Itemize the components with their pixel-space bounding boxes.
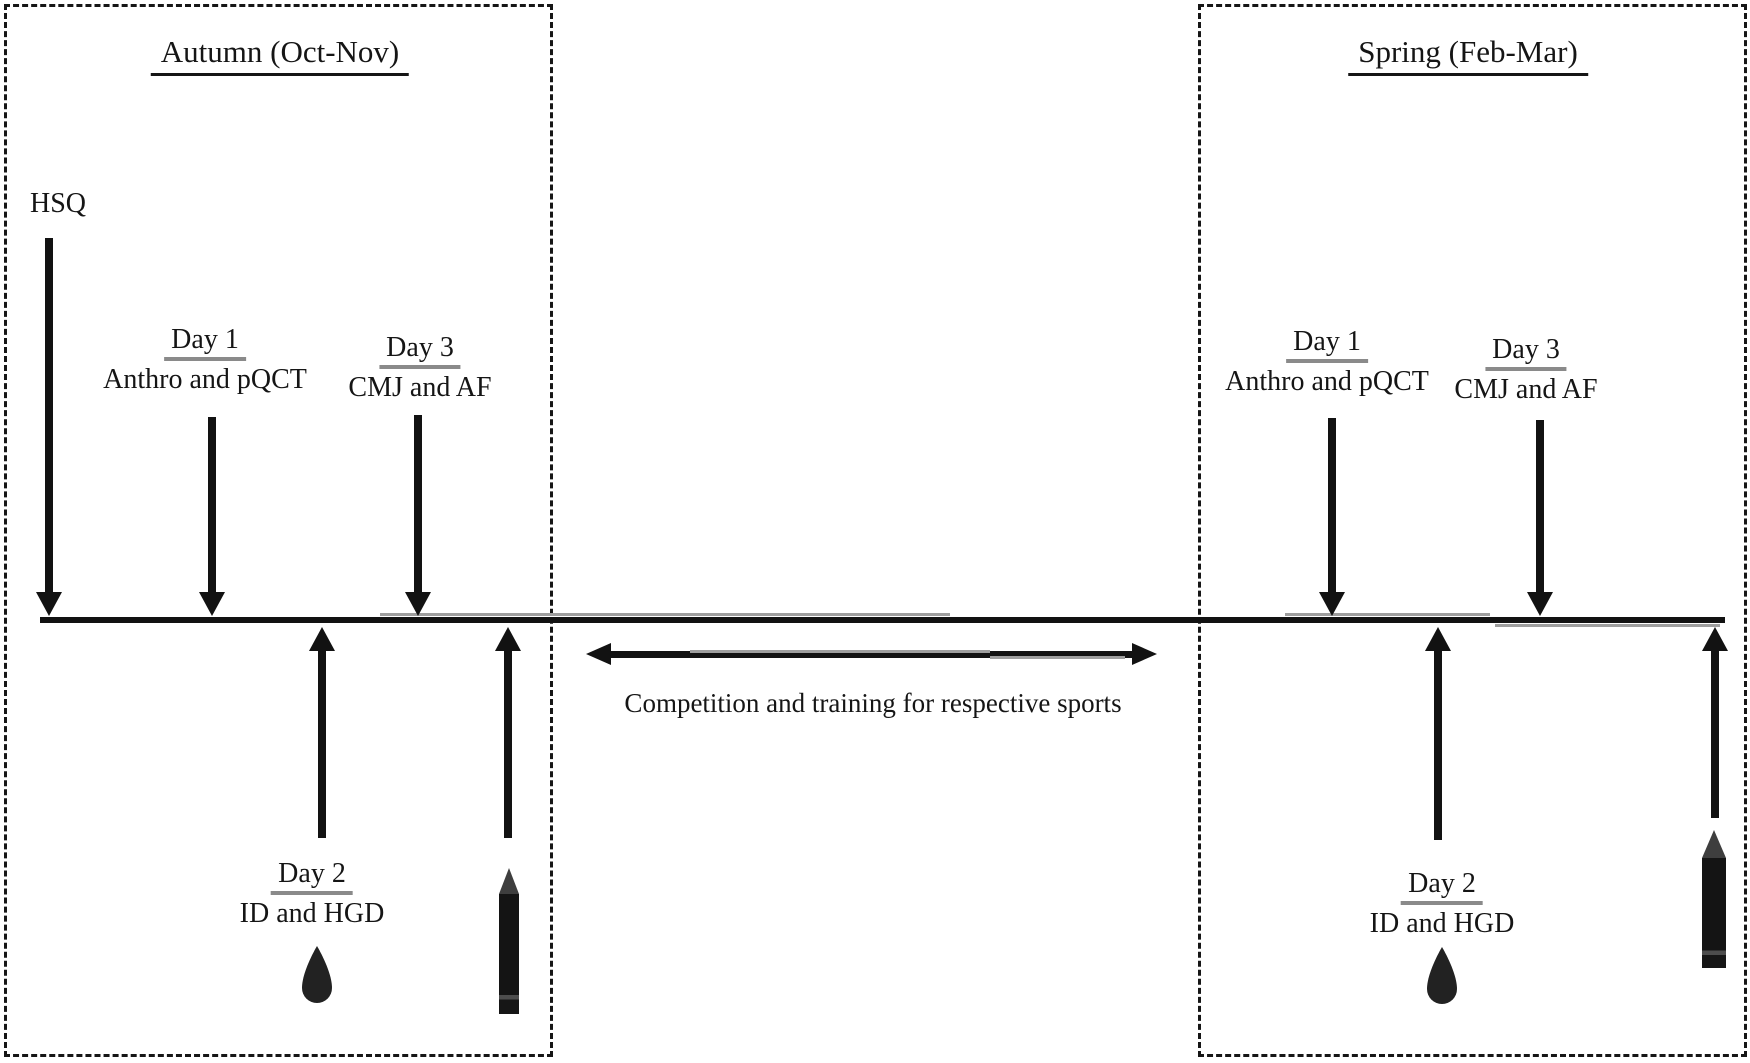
- timeline-gray-artifact: [1285, 613, 1490, 616]
- spring-day2-up-arrow-icon: [1425, 627, 1451, 840]
- arrow-head: [309, 627, 335, 651]
- autumn-day2-label: Day 2 ID and HGD: [240, 858, 385, 930]
- timeline-gray-artifact: [1495, 624, 1720, 627]
- double-arrow-gray-artifact: [990, 656, 1125, 659]
- arrow-head: [405, 592, 431, 616]
- double-headed-arrow-icon: [586, 643, 1157, 665]
- arrow-stem: [414, 415, 422, 593]
- arrow-stem: [45, 238, 53, 593]
- spring-day2-title: Day 2: [1401, 868, 1483, 906]
- spring-day1-desc: Anthro and pQCT: [1225, 366, 1429, 398]
- autumn-day2-desc: ID and HGD: [239, 898, 385, 930]
- marker-pen-icon: [499, 868, 519, 1014]
- season-box-autumn: [4, 4, 553, 1057]
- pen-tip: [499, 868, 519, 894]
- spring-day1-label: Day 1 Anthro and pQCT: [1225, 326, 1429, 398]
- spring-day2-label: Day 2 ID and HGD: [1370, 868, 1515, 940]
- arrow-stem: [1328, 418, 1336, 593]
- arrow-head: [495, 627, 521, 651]
- pen-tip: [1702, 830, 1726, 858]
- arrow-head: [1702, 627, 1728, 651]
- arrow-head: [586, 643, 611, 665]
- arrow-stem: [606, 651, 1137, 658]
- season-title-spring: Spring (Feb-Mar): [1348, 34, 1588, 76]
- season-box-spring: [1198, 4, 1747, 1057]
- arrow-head: [1527, 592, 1553, 616]
- autumn-day3-desc: CMJ and AF: [348, 372, 492, 404]
- spring-day1-down-arrow-icon: [1319, 418, 1345, 616]
- blood-drop-icon: [302, 946, 332, 1003]
- arrow-head: [1319, 592, 1345, 616]
- autumn-day1-label: Day 1 Anthro and pQCT: [103, 324, 307, 396]
- spring-day2-desc: ID and HGD: [1369, 908, 1515, 940]
- arrow-stem: [318, 650, 326, 838]
- arrow-head: [1425, 627, 1451, 651]
- spring-blood-draw-up-arrow-icon: [1702, 627, 1728, 818]
- blood-drop-icon: [1427, 947, 1457, 1004]
- spring-day3-down-arrow-icon: [1527, 420, 1553, 616]
- arrow-stem: [504, 650, 512, 838]
- timeline-gray-artifact: [380, 613, 950, 616]
- season-title-autumn-text: Autumn (Oct-Nov): [150, 34, 410, 76]
- arrow-head: [199, 592, 225, 616]
- timeline-axis: [40, 617, 1725, 623]
- season-title-autumn: Autumn (Oct-Nov): [150, 34, 410, 76]
- hsq-label: HSQ: [30, 188, 87, 219]
- autumn-day1-title: Day 1: [164, 324, 246, 362]
- autumn-day1-down-arrow-icon: [199, 417, 225, 616]
- competition-label: Competition and training for respective …: [624, 688, 1121, 719]
- marker-pen-icon: [1702, 830, 1726, 968]
- arrow-head: [1132, 643, 1157, 665]
- spring-day3-title: Day 3: [1485, 334, 1567, 372]
- arrow-stem: [1536, 420, 1544, 593]
- season-title-spring-text: Spring (Feb-Mar): [1348, 34, 1588, 76]
- spring-day3-label: Day 3 CMJ and AF: [1454, 334, 1597, 406]
- spring-day1-title: Day 1: [1286, 326, 1368, 364]
- autumn-day3-title: Day 3: [379, 332, 461, 370]
- arrow-stem: [1434, 650, 1442, 840]
- spring-day3-desc: CMJ and AF: [1454, 374, 1598, 406]
- autumn-day2-up-arrow-icon: [309, 627, 335, 838]
- double-arrow-gray-artifact: [690, 650, 990, 653]
- arrow-stem: [208, 417, 216, 593]
- pen-body: [499, 894, 519, 1014]
- autumn-blood-draw-up-arrow-icon: [495, 627, 521, 838]
- autumn-day1-desc: Anthro and pQCT: [103, 364, 307, 396]
- arrow-head: [36, 592, 62, 616]
- autumn-day2-title: Day 2: [271, 858, 353, 896]
- autumn-day3-label: Day 3 CMJ and AF: [348, 332, 491, 404]
- pen-body: [1702, 858, 1726, 968]
- arrow-stem: [1711, 650, 1719, 818]
- autumn-day3-down-arrow-icon: [405, 415, 431, 616]
- competition-label-text: Competition and training for respective …: [624, 688, 1122, 718]
- hsq-down-arrow-icon: [36, 238, 62, 616]
